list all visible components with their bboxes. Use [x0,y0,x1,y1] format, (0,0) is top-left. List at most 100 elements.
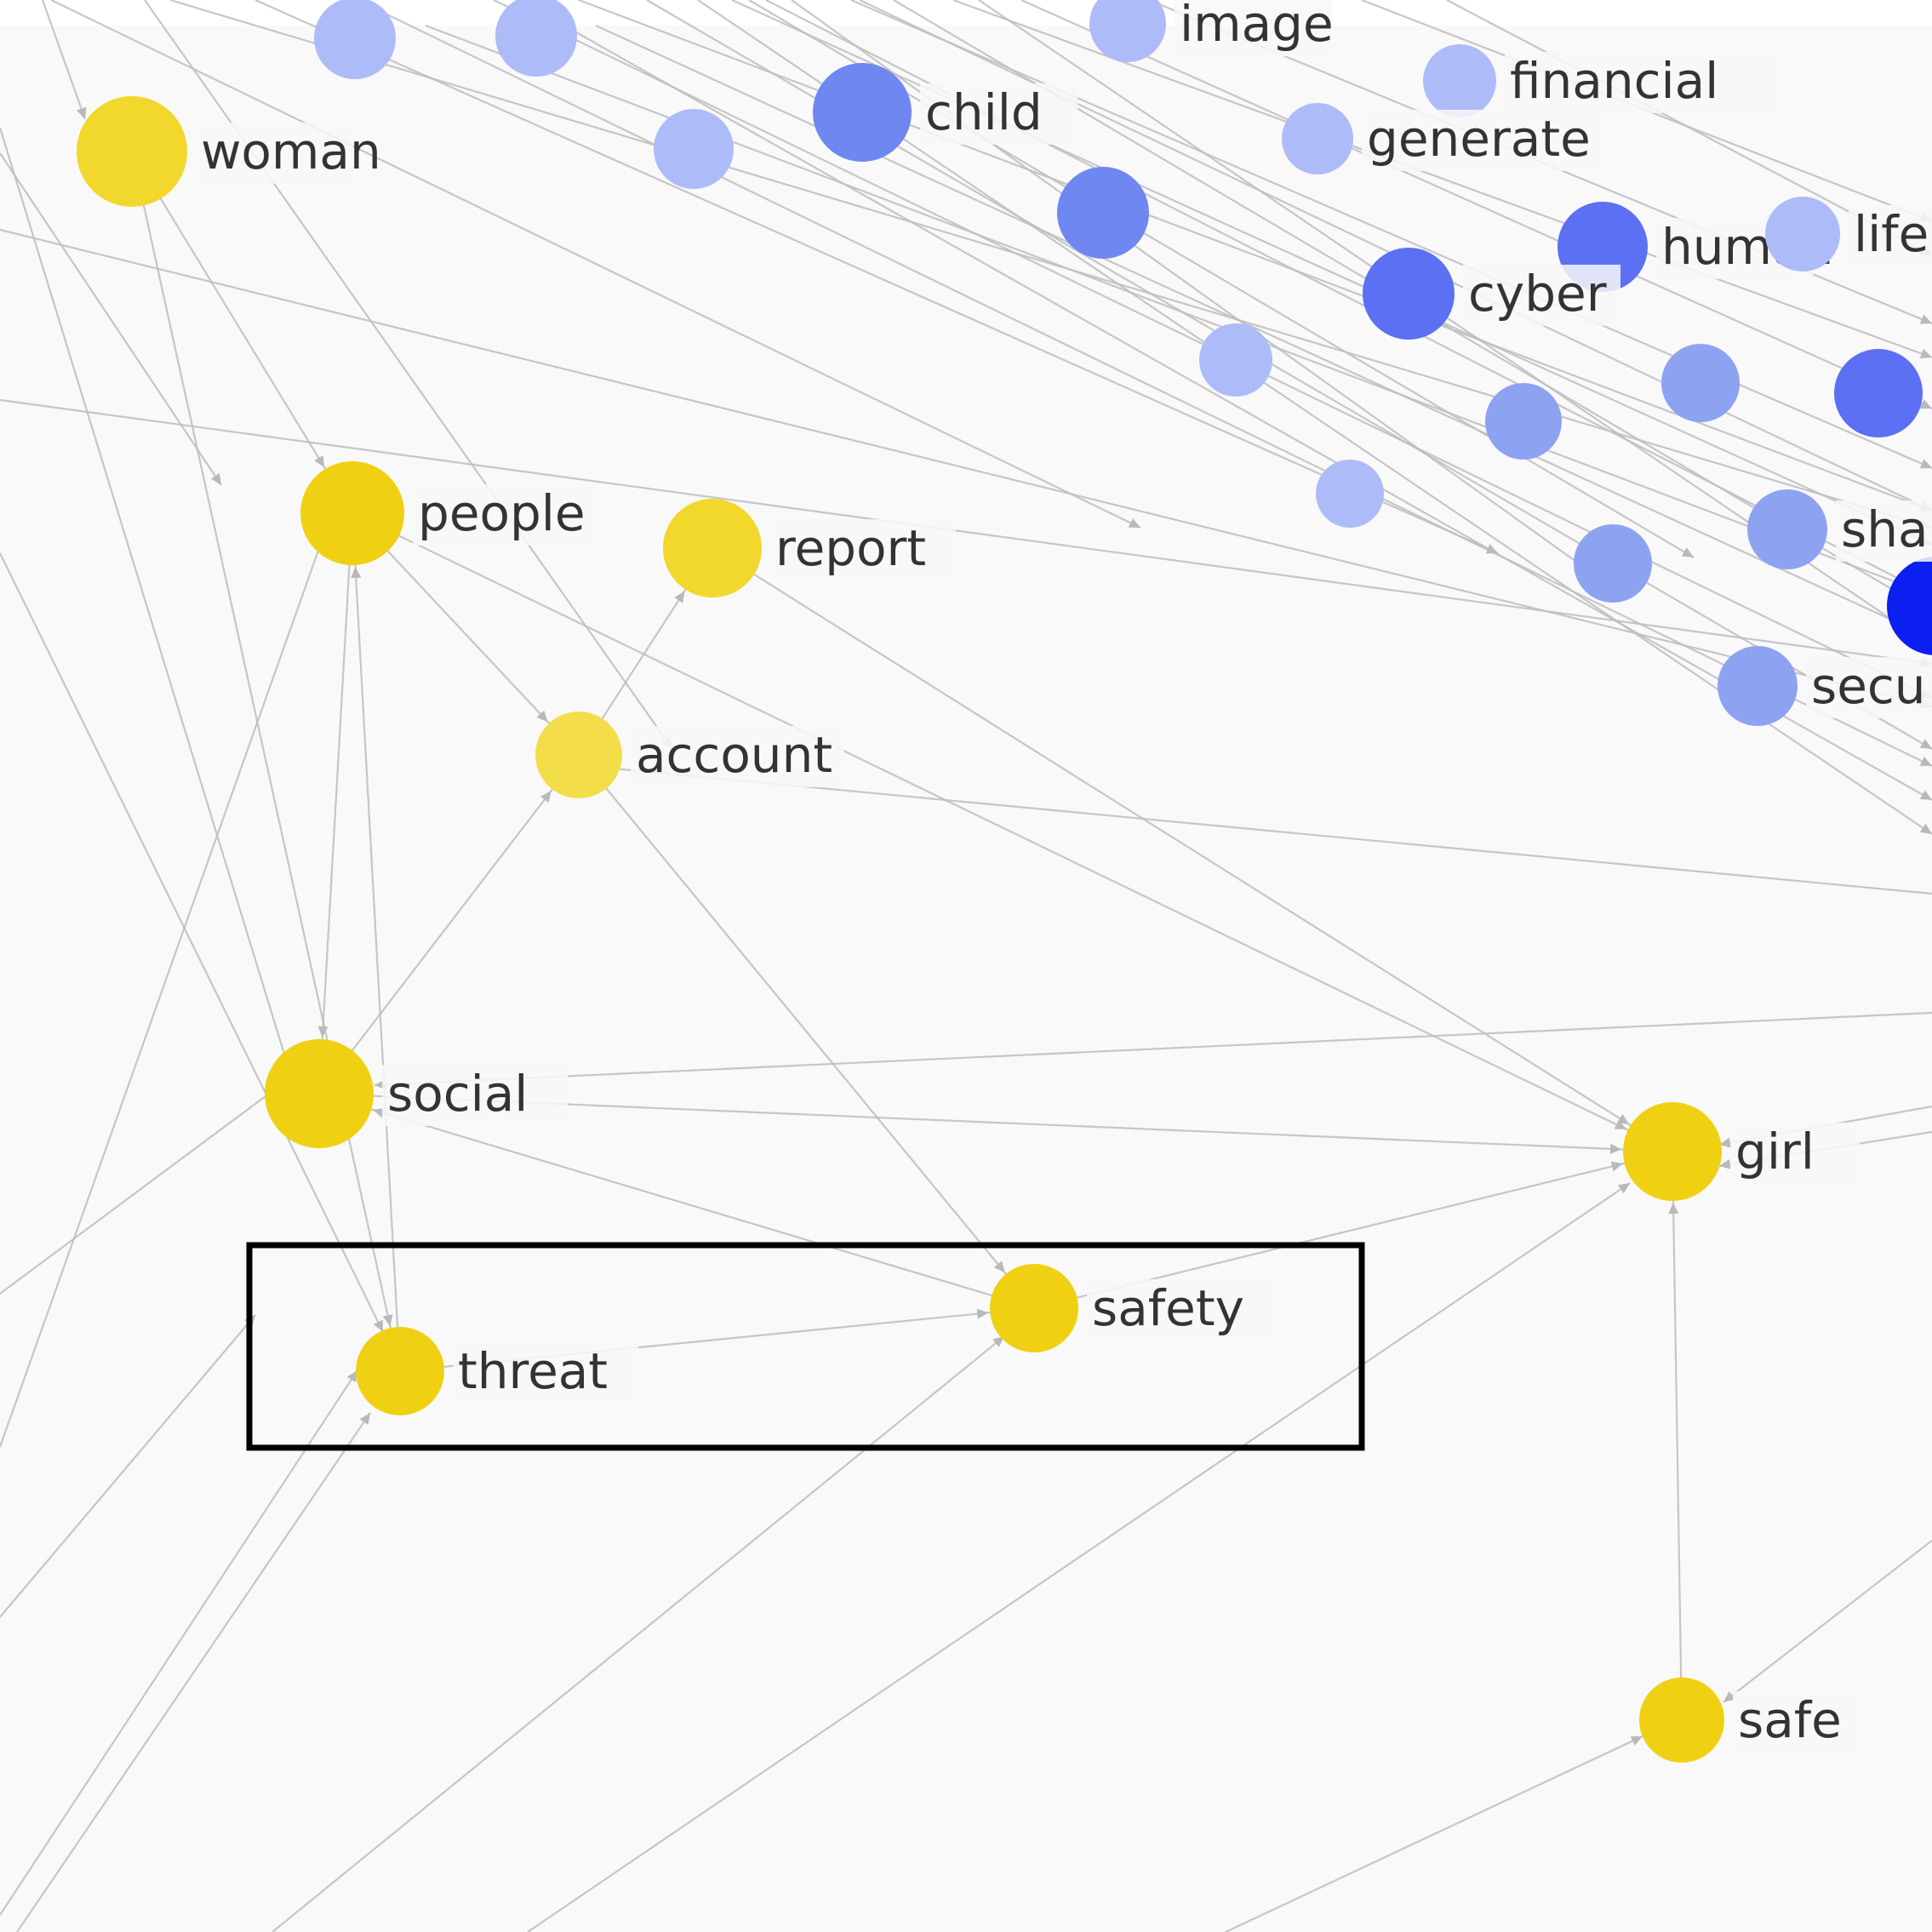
background-edge [578,0,1932,512]
background-edge [1225,1735,1643,1932]
node-circle-image[interactable] [1089,0,1166,62]
edge-arrowhead [992,1336,1004,1347]
background-edge [357,0,1932,767]
node-girl[interactable]: girl [1623,1102,1860,1201]
node-label-bg [196,123,353,184]
node-circle-account[interactable] [535,712,622,798]
background-edge [518,0,1932,801]
background-edge [0,552,384,1333]
node-sha[interactable]: sha [1747,489,1932,569]
edge-arrowhead [1919,790,1932,800]
node-circle-girl[interactable] [1623,1102,1722,1201]
edge-report-girl [712,547,1673,1152]
node-label-generate: generate [1367,110,1591,168]
node-people[interactable]: people [300,461,598,565]
node-cyber[interactable]: cyber [1363,248,1620,340]
edge-arrowhead [1919,756,1932,766]
node-circle-financial[interactable] [1423,44,1496,117]
edge-arrowhead [351,566,362,579]
background-edge [1723,1540,1932,1703]
edge-woman-people [131,151,353,514]
node-child[interactable]: child [813,63,1077,162]
background-edge [850,0,1932,470]
unlabeled-node[interactable] [1661,344,1740,422]
node-circle-people[interactable] [300,461,404,565]
node-woman[interactable]: woman [77,96,381,207]
edge-arrowhead [1719,1137,1731,1148]
edge-arrowhead [1723,1691,1735,1702]
node-label-bg [1730,1123,1860,1184]
node-circle-safe[interactable] [1639,1678,1724,1763]
node-circle-report[interactable] [663,499,762,597]
edge-arrowhead [1919,823,1932,834]
background-edge [0,535,325,1448]
node-label-bg [1175,0,1332,56]
node-label-bg [453,1342,638,1403]
node-threat[interactable]: threat [356,1327,638,1415]
background-edge [0,398,1932,666]
node-safe[interactable]: safe [1639,1678,1862,1763]
node-safety[interactable]: safety [990,1264,1272,1352]
node-circle-sha[interactable] [1747,489,1827,569]
edge-arrowhead [210,472,221,485]
background-edge [0,228,1932,708]
edge-arrowhead [1919,739,1932,749]
edge-arrowhead [1681,547,1694,557]
edge-threat-people [351,512,402,1372]
unlabeled-node[interactable] [654,109,734,189]
unlabeled-node[interactable] [1057,167,1149,259]
node-label-bg [1836,500,1932,562]
edge-safety-social [318,1092,1035,1310]
node-circle-social[interactable] [265,1039,374,1148]
edge-arrowhead [536,710,548,723]
node-label-bg [413,484,598,546]
unlabeled-node[interactable] [1834,349,1923,437]
unlabeled-node[interactable] [1199,323,1272,397]
background-edge [272,1335,1005,1932]
node-circle-life[interactable] [1765,197,1840,272]
edge-arrowhead [314,454,325,468]
unlabeled-node[interactable] [495,0,577,77]
node-life[interactable]: life [1765,197,1932,272]
unlabeled-node[interactable] [314,0,396,79]
edge-arrowhead [1610,1161,1623,1172]
edge-arrowhead [976,1308,989,1319]
node-circle-threat[interactable] [356,1327,444,1415]
node-label-bg [1463,265,1620,326]
unlabeled-node[interactable] [1316,460,1384,528]
node-label-girl: girl [1735,1123,1815,1180]
unlabeled-node[interactable] [1485,383,1562,460]
node-generate[interactable]: generate [1282,103,1603,174]
node-circle-cyber[interactable] [1363,248,1455,340]
node-label-woman: woman [201,123,381,180]
node-circle-secu[interactable] [1718,646,1798,726]
background-edge [0,152,222,486]
node-secu[interactable]: secu [1718,646,1932,726]
node-circle-woman[interactable] [77,96,187,207]
background-edge [0,127,291,1072]
node-label-bg [1505,52,1775,113]
node-label-safety: safety [1092,1279,1244,1337]
background-edge [50,0,1141,529]
unlabeled-node[interactable] [1887,557,1932,655]
node-financial[interactable]: financial [1423,44,1775,117]
edge-arrowhead [993,1260,1005,1273]
edge-arrowhead [1485,544,1498,554]
edge-arrowhead [674,591,685,603]
node-report[interactable]: report [663,499,956,597]
edge-arrowhead [359,1413,370,1426]
edge-arrowhead [76,106,87,119]
unlabeled-node[interactable] [1574,524,1652,603]
node-social[interactable]: social [265,1039,568,1148]
node-circle-generate[interactable] [1282,103,1353,174]
edge-arrowhead [373,1107,386,1118]
node-account[interactable]: account [535,712,844,798]
node-image[interactable]: image [1089,0,1334,62]
edge-woman-threat [130,151,402,1372]
node-circle-child[interactable] [813,63,912,162]
node-circle-safety[interactable] [990,1264,1078,1352]
background-edge [1020,0,1932,410]
node-label-secu: secu [1811,657,1926,715]
background-edge [374,1011,1932,1087]
node-label-financial: financial [1510,52,1718,110]
